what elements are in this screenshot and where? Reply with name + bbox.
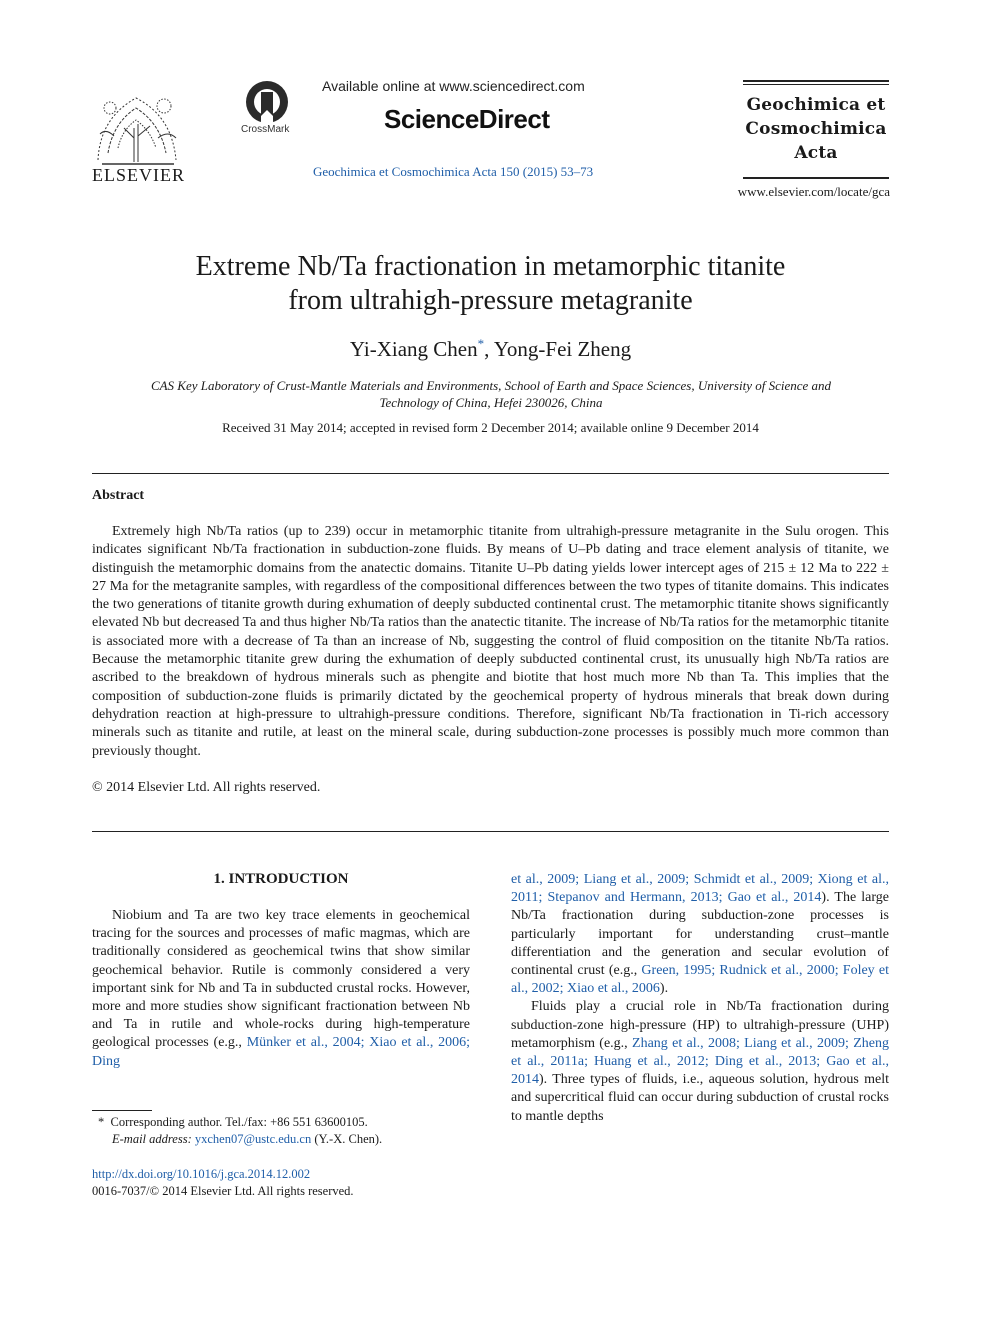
crossmark-icon[interactable] — [240, 80, 296, 140]
affiliation-line-1: CAS Key Laboratory of Crust-Mantle Mater… — [150, 378, 832, 393]
affiliation: CAS Key Laboratory of Crust-Mantle Mater… — [110, 377, 872, 411]
right-column: et al., 2009; Liang et al., 2009; Schmid… — [511, 871, 889, 1126]
citation-link[interactable]: Münker et al., 2004; Xiao et al., 2006; … — [92, 1035, 470, 1069]
intro-paragraph-2: Fluids play a crucial role in Nb/Ta frac… — [511, 999, 889, 1124]
article-title: Extreme Nb/Ta fractionation in metamorph… — [92, 250, 889, 318]
crossmark-label: CrossMark — [241, 124, 290, 135]
issn-copyright: 0016-7037/© 2014 Elsevier Ltd. All right… — [92, 1184, 354, 1198]
title-line-1: Extreme Nb/Ta fractionation in metamorph… — [195, 251, 786, 282]
available-online-text: Available online at www.sciencedirect.co… — [322, 78, 585, 94]
copyright-notice: © 2014 Elsevier Ltd. All rights reserved… — [92, 780, 321, 795]
abstract-top-rule — [92, 473, 889, 474]
citation-link[interactable]: et al., 2009; Liang et al., 2009; Schmid… — [511, 872, 889, 906]
journal-title-box: Geochimica et Cosmochimica Acta — [743, 80, 889, 179]
journal-url[interactable]: www.elsevier.com/locate/gca — [737, 184, 890, 199]
journal-name-line-1: Geochimica et — [746, 95, 886, 115]
abstract-bottom-rule — [92, 831, 889, 832]
abstract-heading: Abstract — [92, 488, 145, 503]
left-column: Niobium and Ta are two key trace element… — [92, 907, 470, 1071]
intro-paragraph-1-cont: et al., 2009; Liang et al., 2009; Schmid… — [511, 872, 890, 997]
author-1: Yi-Xiang Chen — [349, 337, 478, 361]
footnote-rule — [92, 1110, 152, 1111]
section-heading-introduction: 1. INTRODUCTION — [213, 871, 349, 887]
author-list: Yi-Xiang Chen*, Yong-Fei Zheng — [92, 336, 889, 362]
email-link[interactable]: yxchen07@ustc.edu.cn — [194, 1132, 312, 1146]
citation-link[interactable]: Zhang et al., 2008; Liang et al., 2009; … — [511, 1035, 889, 1088]
abstract-body: Extremely high Nb/Ta ratios (up to 239) … — [92, 524, 889, 759]
journal-name-line-2: Cosmochimica — [745, 119, 887, 139]
doi-link[interactable]: http://dx.doi.org/10.1016/j.gca.2014.12.… — [92, 1167, 311, 1181]
journal-name-line-3: Acta — [794, 143, 838, 163]
article-dates: Received 31 May 2014; accepted in revise… — [222, 420, 759, 435]
sciencedirect-logo[interactable]: ScienceDirect — [384, 104, 550, 134]
affiliation-line-2: Technology of China, Hefei 230026, China — [379, 395, 603, 410]
author-2: , Yong-Fei Zheng — [484, 337, 632, 361]
corresponding-author-footnote: * Corresponding author. Tel./fax: +86 55… — [98, 1115, 383, 1146]
title-line-2: from ultrahigh-pressure metagranite — [288, 285, 693, 316]
elsevier-tree-logo — [97, 97, 177, 165]
citation-link[interactable]: Green, 1995; Rudnick et al., 2000; Foley… — [511, 963, 889, 997]
publisher-wordmark: ELSEVIER — [92, 165, 185, 185]
journal-reference-link[interactable]: Geochimica et Cosmochimica Acta 150 (201… — [313, 164, 594, 179]
intro-paragraph-1: Niobium and Ta are two key trace element… — [92, 908, 470, 1069]
corresponding-author-mark[interactable]: * — [477, 336, 485, 351]
